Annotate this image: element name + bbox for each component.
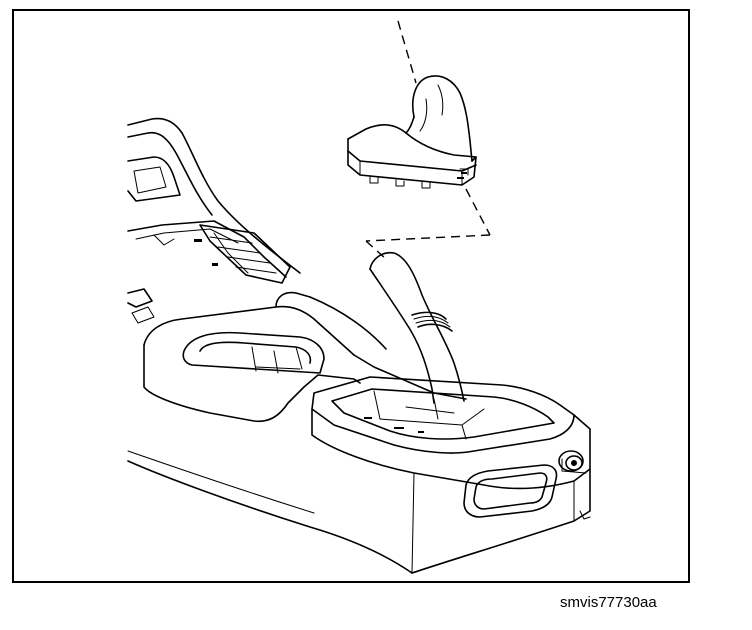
storage-tray bbox=[311, 376, 575, 454]
alignment-line-upper bbox=[397, 20, 417, 84]
figure-reference-code: smvis77730aa bbox=[560, 594, 657, 611]
console-bin-door bbox=[463, 464, 558, 518]
console-exploded-view bbox=[127, 20, 591, 574]
diagram-frame bbox=[12, 9, 690, 583]
alignment-line-right bbox=[465, 188, 491, 236]
center-console bbox=[127, 117, 591, 574]
alignment-line-horizontal bbox=[365, 234, 491, 242]
alignment-line-left bbox=[365, 240, 387, 260]
power-outlet bbox=[558, 450, 587, 474]
shift-lever bbox=[369, 251, 465, 404]
cup-holder bbox=[182, 331, 325, 374]
shift-knob-boot bbox=[347, 75, 477, 189]
